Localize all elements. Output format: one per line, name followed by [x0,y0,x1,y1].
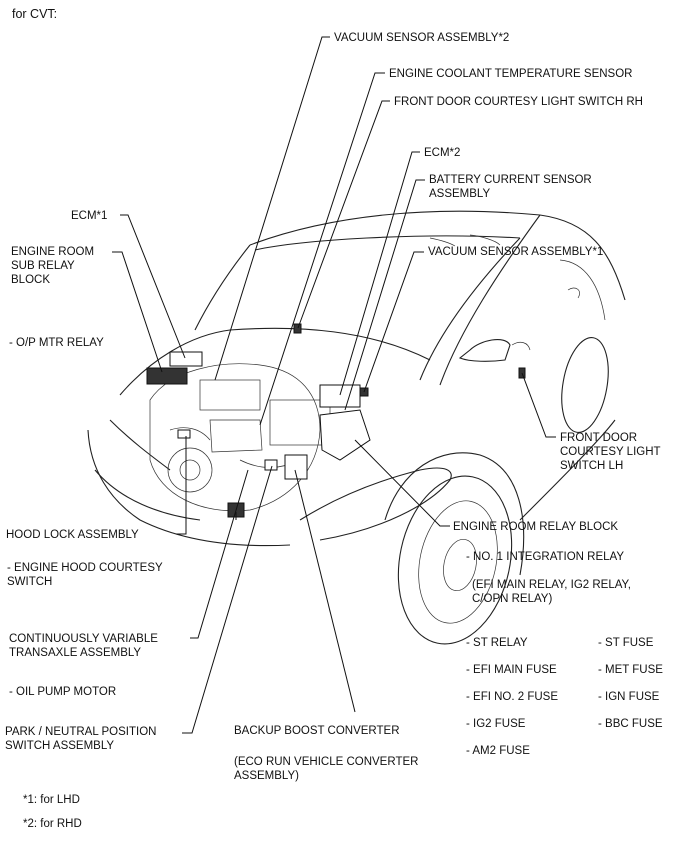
relay-item: - BBC FUSE [598,718,663,730]
leader-lines [112,36,556,734]
relay-item: - ST FUSE [598,637,654,649]
label-backup-boost-converter: BACKUP BOOST CONVERTER [234,725,400,737]
front-door-switch-rh-part [293,323,302,334]
ecm1-part [169,351,203,367]
relay-item: - IGN FUSE [598,691,660,703]
label-vacuum-sensor-2: VACUUM SENSOR ASSEMBLY*2 [334,32,510,44]
label-eco-run-converter: (ECO RUN VEHICLE CONVERTER ASSEMBLY) [234,756,419,782]
engine-room-sub-relay-block-part [146,367,188,385]
relay-item: - EFI MAIN FUSE [466,664,557,676]
backup-boost-converter-part [284,454,308,480]
label-no1-integration-relay: - NO. 1 INTEGRATION RELAY [466,551,625,563]
hood-lock-part [177,429,191,439]
relay-item: - IG2 FUSE [466,718,526,730]
label-battery-current-sensor: BATTERY CURRENT SENSOR ASSEMBLY [429,174,592,200]
ecm2-part [319,384,361,408]
label-engine-room-sub-relay-block: ENGINE ROOM SUB RELAY BLOCK [11,246,95,286]
label-ecm-1: ECM*1 [71,210,108,222]
label-integration-relay-detail: (EFI MAIN RELAY, IG2 RELAY, C/OPN RELAY) [472,579,631,605]
label-cvt-assembly: CONTINUOUSLY VARIABLE TRANSAXLE ASSEMBLY [9,633,158,659]
engine-bay [149,363,331,512]
label-engine-coolant-temp-sensor: ENGINE COOLANT TEMPERATURE SENSOR [389,68,633,80]
relay-item: - MET FUSE [598,664,663,676]
relay-item: - ST RELAY [466,637,528,649]
relay-item: - EFI NO. 2 FUSE [466,691,559,703]
components [146,323,526,518]
footnote-rhd: *2: for RHD [23,818,82,830]
label-engine-hood-courtesy-switch: - ENGINE HOOD COURTESY SWITCH [7,562,163,588]
label-oil-pump-motor: - OIL PUMP MOTOR [9,686,117,698]
footnote-lhd: *1: for LHD [23,794,80,806]
relay-item: - AM2 FUSE [466,745,530,757]
label-front-door-switch-lh: FRONT DOOR COURTESY LIGHT SWITCH LH [560,432,661,472]
label-engine-room-relay-block: ENGINE ROOM RELAY BLOCK [453,521,619,533]
car-body [87,210,626,645]
label-op-mtr-relay: - O/P MTR RELAY [9,337,104,349]
label-park-neutral-switch: PARK / NEUTRAL POSITION SWITCH ASSEMBLY [5,726,157,752]
page-title: for CVT: [12,7,58,21]
label-ecm-2: ECM*2 [424,147,461,159]
label-front-door-switch-rh: FRONT DOOR COURTESY LIGHT SWITCH RH [394,96,643,108]
label-hood-lock-assembly: HOOD LOCK ASSEMBLY [6,529,139,541]
engine-room-relay-block-part [319,409,371,461]
label-vacuum-sensor-1: VACUUM SENSOR ASSEMBLY*1 [428,246,604,258]
